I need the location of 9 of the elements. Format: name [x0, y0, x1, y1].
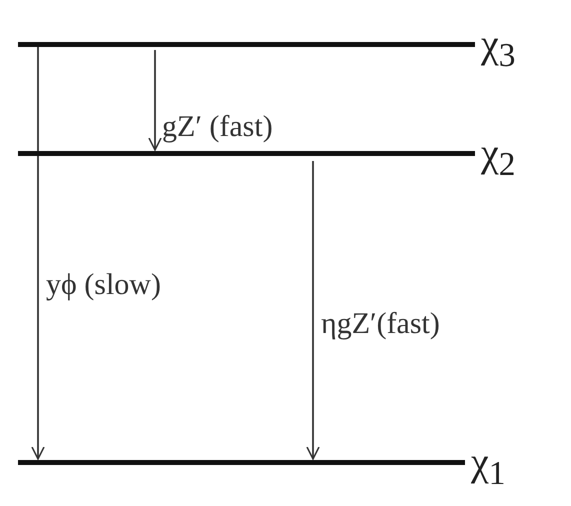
level-label: χ$_{3}$: [481, 20, 516, 76]
edge-label: ηgZ′(fast): [321, 307, 440, 341]
transition-arrow: [31, 47, 45, 460]
edge-label: yϕ (slow): [46, 268, 161, 302]
transition-arrow: [306, 161, 320, 460]
transition-arrow: [148, 50, 162, 151]
level-label: χ$_{1}$: [471, 438, 506, 494]
edge-label: gZ′ (fast): [162, 110, 273, 144]
level-label: χ$_{2}$: [481, 129, 516, 185]
